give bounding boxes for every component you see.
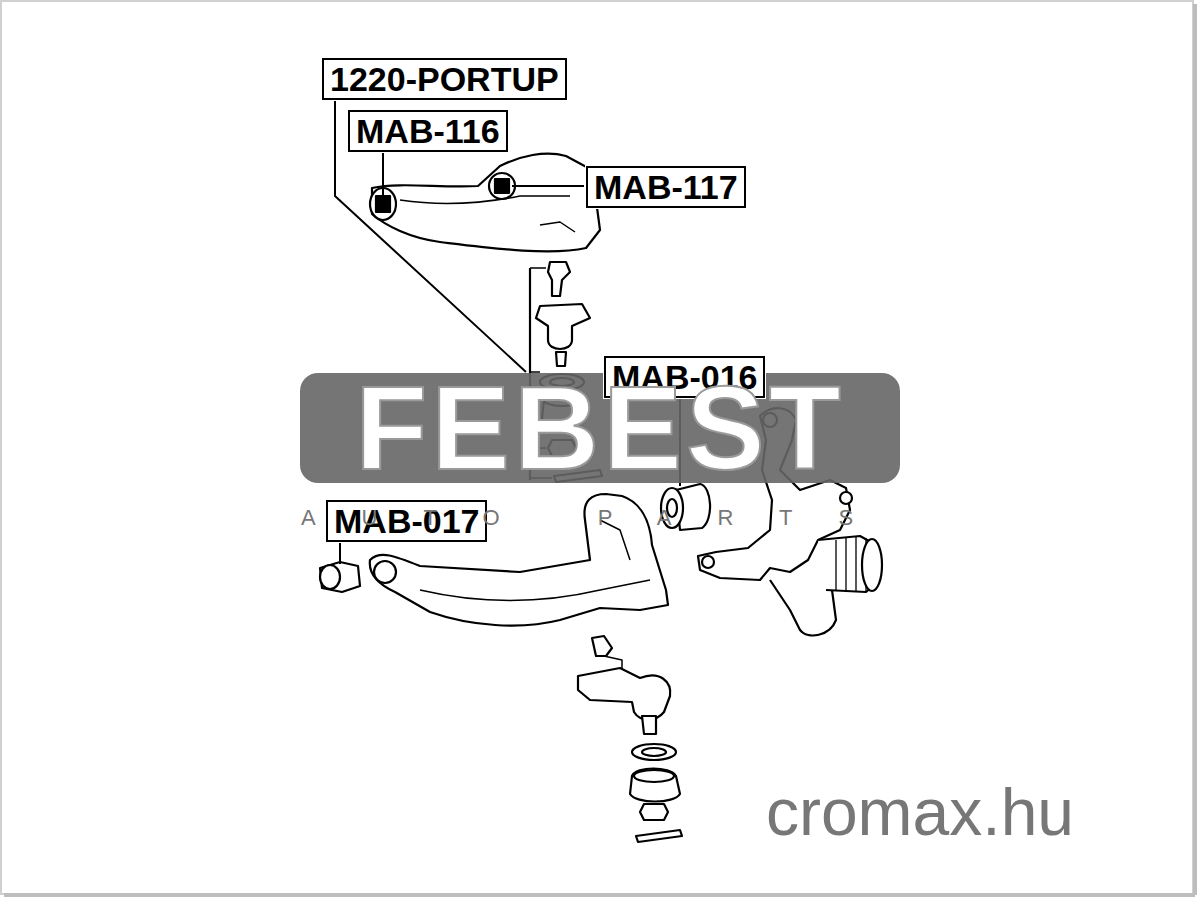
part-number-box: MAB-116 — [348, 110, 508, 152]
part-number: MAB-116 — [356, 113, 500, 149]
website-text: cromax.hu — [766, 777, 1074, 847]
part-number-box: 1220-PORTUP — [322, 58, 567, 100]
watermark-logo: FEBEST — [355, 369, 845, 487]
frame-shadow — [4, 893, 1195, 897]
watermark-text: AUTO PARTS — [301, 506, 899, 530]
frame-shadow — [1193, 4, 1197, 895]
part-number: 1220-PORTUP — [330, 61, 559, 97]
part-number-box: MAB-117 — [586, 166, 746, 208]
part-number: MAB-117 — [594, 169, 738, 205]
suspension-drawing — [320, 154, 882, 842]
